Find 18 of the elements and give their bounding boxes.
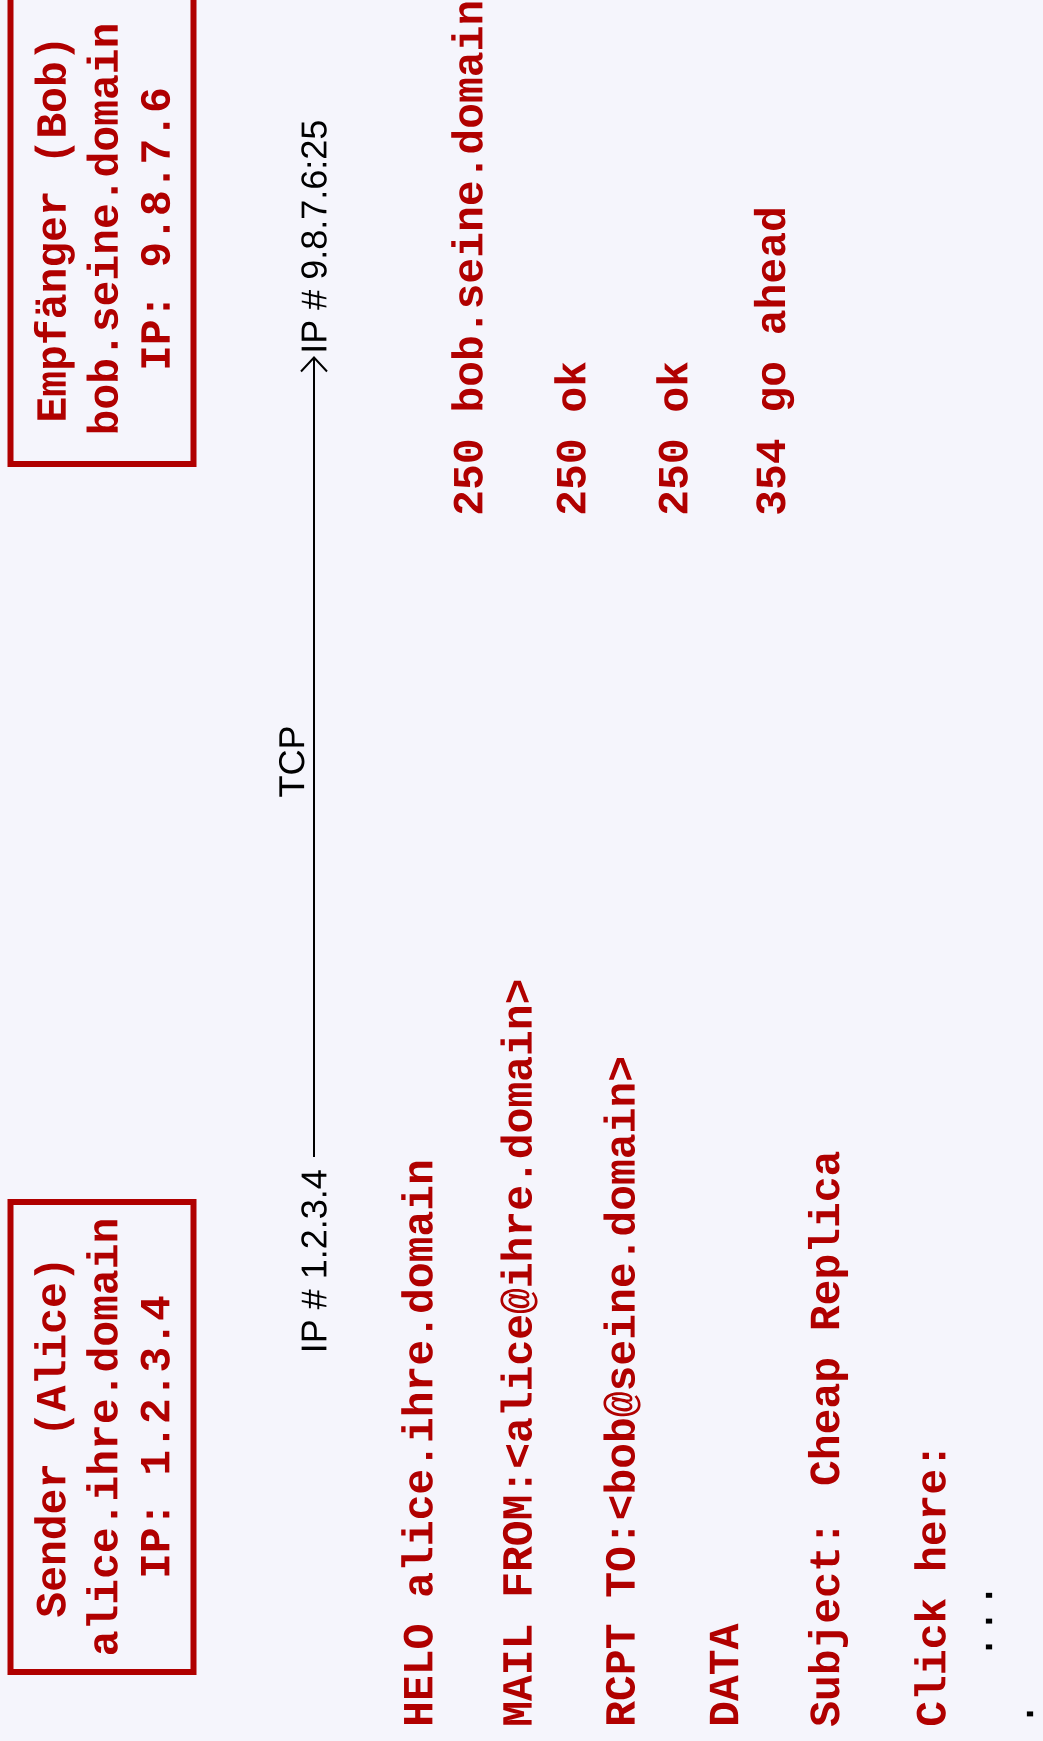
text-line: 354 go ahead [753, 209, 795, 514]
text-line: ... [985, 1592, 993, 1650]
text-line: 250 ok [656, 362, 688, 514]
text-line: DATA [709, 1623, 739, 1724]
text-line: 250 bob.seine.domain [451, 2, 483, 514]
text-line: HELO alice.ihre.domain [401, 1161, 433, 1724]
receiver-box: Empfänger (Bob) bob.seine.domain IP: 9.8.7.6 [7, 0, 197, 467]
arrow [300, 356, 328, 1158]
text-line: MAIL FROM:<alice@ihre.domain> [500, 980, 538, 1725]
edge-label: TCP [279, 727, 305, 797]
ip-address-text: IP # 9.8.7.6:25 [301, 121, 327, 351]
text-line: Click here: [914, 1452, 946, 1726]
text-line: RCPT TO:<bob@seine.domain> [603, 1058, 641, 1724]
text-line: . [1026, 1711, 1034, 1717]
ip-address-text: IP # 1.2.3.4 [301, 1170, 327, 1350]
text-line: 250 ok [554, 362, 586, 514]
text-line: Subject: Cheap Replica [807, 1151, 849, 1726]
sender-box: Sender (Alice) alice.ihre.domain IP: 1.2.3.4 [7, 1199, 197, 1675]
